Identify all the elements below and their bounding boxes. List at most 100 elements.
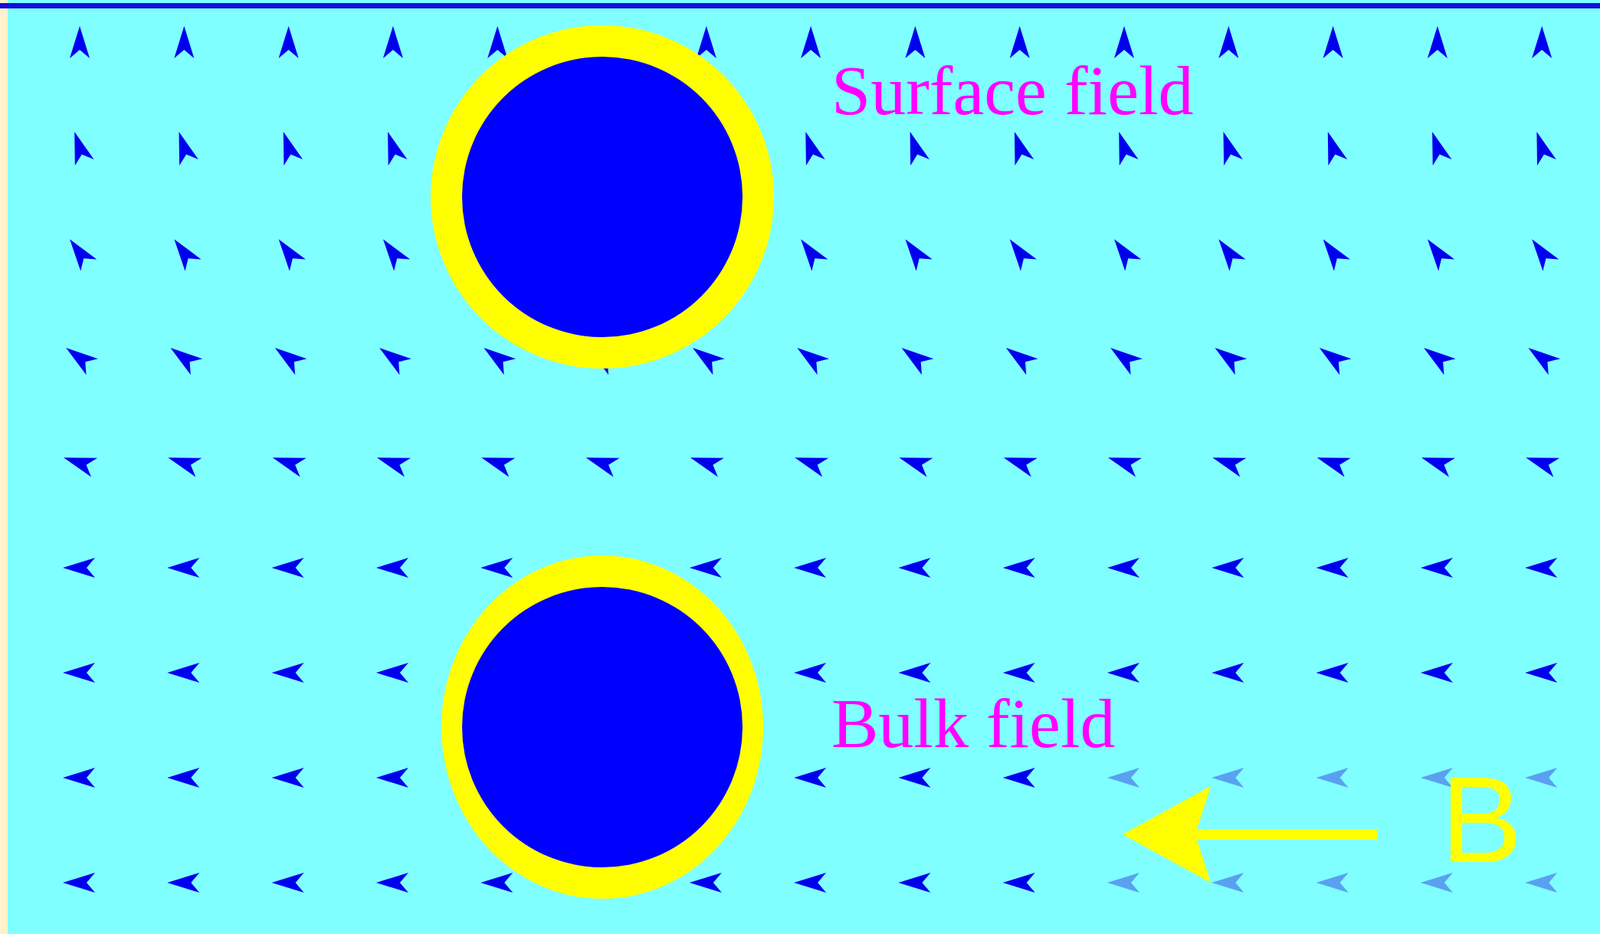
field-arrow [373, 448, 411, 478]
field-arrow [376, 662, 409, 683]
field-arrow [1524, 557, 1558, 578]
field-arrow [273, 128, 303, 166]
field-arrow [1524, 233, 1560, 272]
field-arrow [167, 662, 200, 683]
field-arrow [1420, 662, 1453, 683]
field-arrow [65, 128, 95, 166]
field-arrow [793, 872, 827, 893]
field-arrow [1210, 233, 1246, 272]
field-arrow [1211, 662, 1244, 683]
field-arrow [1104, 448, 1142, 478]
field-arrow [1003, 662, 1036, 683]
field-arrow [1418, 448, 1456, 478]
field-arrow [1211, 872, 1244, 893]
field-arrow [272, 662, 305, 683]
field-arrow [1009, 26, 1030, 59]
field-arrows [60, 26, 1561, 893]
field-arrow [62, 767, 96, 788]
field-arrow [687, 448, 725, 478]
field-arrow [696, 26, 717, 59]
field-arrow [1218, 26, 1239, 59]
field-arrow [269, 448, 307, 478]
field-arrow [689, 557, 722, 578]
field-arrow [1427, 26, 1448, 59]
field-arrow [167, 557, 200, 578]
field-arrow [69, 26, 90, 59]
field-arrow [1524, 872, 1558, 893]
field-arrow [383, 26, 404, 59]
field-arrow [791, 448, 829, 478]
field-arrow [478, 448, 515, 478]
field-arrow [272, 767, 305, 788]
field-arrow [173, 26, 194, 59]
field-arrow [1524, 767, 1558, 788]
field-arrow [898, 557, 931, 578]
field-arrow [272, 557, 305, 578]
field-arrow [1106, 233, 1142, 272]
field-arrow [900, 128, 930, 166]
field-arrow [1209, 448, 1246, 478]
field-arrow [793, 767, 827, 788]
field-arrow [478, 340, 516, 376]
bulk-field-label: Bulk field [831, 688, 1116, 759]
field-arrow [1318, 128, 1348, 166]
field-arrow [62, 557, 96, 578]
field-arrow [1003, 872, 1036, 893]
field-arrow [1316, 662, 1349, 683]
field-arrow [686, 340, 725, 376]
particle-core [462, 586, 743, 868]
field-symbol: B [1440, 758, 1523, 882]
field-arrow [1003, 767, 1036, 788]
field-arrow [60, 340, 99, 376]
field-arrow [793, 233, 829, 272]
field-arrow [1000, 340, 1038, 376]
field-arrow [1213, 128, 1243, 166]
arrow-shaft [1195, 829, 1378, 840]
field-arrow [1209, 340, 1247, 376]
field-arrow [164, 340, 203, 376]
field-arrow [1114, 26, 1135, 59]
surface-line [0, 3, 1600, 9]
field-arrow [1316, 557, 1349, 578]
field-arrow [1419, 233, 1455, 272]
field-arrow [62, 662, 96, 683]
field-arrow [689, 872, 722, 893]
field-arrow [800, 26, 821, 59]
field-arrow [167, 767, 200, 788]
field-arrow [1313, 340, 1351, 376]
field-arrow [278, 26, 299, 59]
field-arrow [1422, 128, 1453, 166]
left-edge-strip [0, 0, 8, 934]
field-arrow [1104, 340, 1143, 376]
field-arrow [60, 448, 98, 478]
field-arrow [378, 128, 408, 166]
field-arrow [793, 662, 827, 683]
field-arrow [791, 340, 830, 376]
field-arrow [1005, 128, 1035, 166]
field-arrow [1107, 767, 1140, 788]
field-arrow [895, 340, 934, 376]
field-arrow [480, 557, 513, 578]
field-arrow [1417, 340, 1456, 376]
field-arrow [1003, 557, 1036, 578]
surface-field-label: Surface field [831, 55, 1194, 126]
particle-shell [430, 25, 774, 369]
field-arrow [1211, 557, 1244, 578]
field-arrow [1001, 233, 1037, 272]
field-arrow [583, 448, 620, 478]
field-arrow [268, 340, 307, 376]
field-arrow [1000, 448, 1038, 478]
field-arrow [272, 872, 305, 893]
field-arrow [487, 26, 508, 59]
field-arrow [480, 872, 513, 893]
field-arrow [1420, 557, 1453, 578]
field-arrow [895, 448, 933, 478]
field-direction-arrow [1122, 786, 1378, 883]
field-arrow [376, 872, 409, 893]
field-arrow [897, 233, 933, 272]
field-arrow [1522, 448, 1560, 478]
field-arrow [898, 662, 931, 683]
field-arrow [1107, 557, 1140, 578]
field-arrow [1211, 767, 1244, 788]
field-arrow [1314, 448, 1351, 478]
